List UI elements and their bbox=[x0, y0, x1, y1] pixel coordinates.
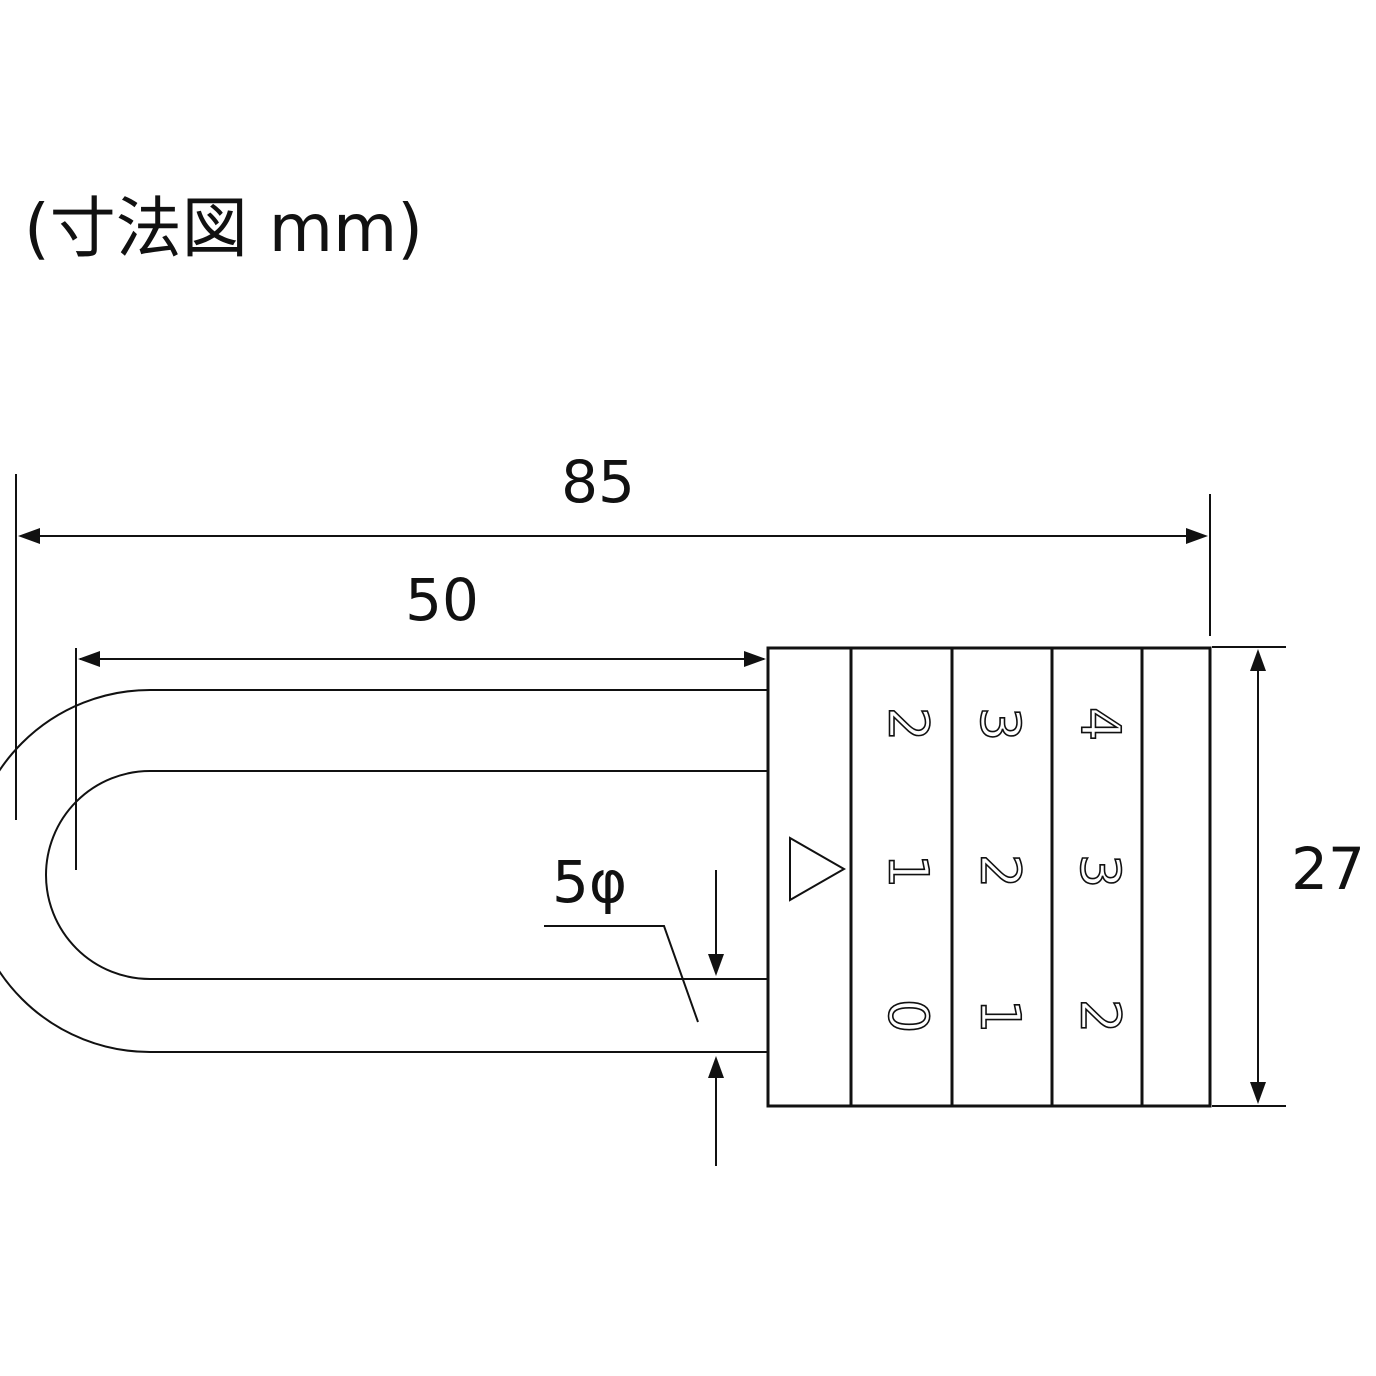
dial-digit: 3 bbox=[969, 707, 1032, 741]
dial-digit: 1 bbox=[969, 999, 1032, 1033]
dial-digit: 4 bbox=[1069, 707, 1132, 741]
arrowhead-right bbox=[744, 651, 766, 667]
dial-digit: 2 bbox=[969, 854, 1032, 888]
arrowhead-right bbox=[1186, 528, 1208, 544]
arrowhead-left bbox=[18, 528, 40, 544]
shackle-length-label: 50 bbox=[405, 566, 479, 634]
arrowhead-up bbox=[1250, 649, 1266, 671]
body-height-dimension: 27 bbox=[1212, 646, 1365, 1107]
shackle-diameter-label: 5φ bbox=[552, 848, 627, 916]
shackle-outer-edge bbox=[0, 689, 768, 1053]
dial-digit: 2 bbox=[877, 707, 940, 741]
shackle-inner-edge bbox=[45, 770, 768, 980]
arrowhead-up bbox=[708, 1056, 724, 1078]
lock-body bbox=[766, 646, 1212, 1108]
shackle bbox=[0, 689, 768, 1053]
dial-1: 2 1 0 bbox=[876, 706, 941, 1034]
dial-digit: 3 bbox=[1069, 854, 1132, 888]
arrowhead-left bbox=[78, 651, 100, 667]
lock-body-outline bbox=[766, 646, 1212, 1108]
shackle-diameter-dimension: 5φ bbox=[544, 848, 724, 1166]
diagram-title: (寸法図 mm) bbox=[24, 190, 424, 267]
dial-2: 3 2 1 bbox=[968, 706, 1033, 1034]
dial-digit: 1 bbox=[877, 854, 940, 888]
dial-digit: 0 bbox=[877, 999, 940, 1033]
leader-line bbox=[544, 925, 699, 1023]
shackle-length-dimension: 50 bbox=[75, 566, 766, 870]
arrowhead-down bbox=[708, 954, 724, 976]
dial-3: 4 3 2 bbox=[1068, 706, 1133, 1034]
triangle-pointer-icon bbox=[789, 836, 847, 902]
body-height-label: 27 bbox=[1291, 835, 1365, 903]
overall-length-dimension: 85 bbox=[15, 448, 1211, 820]
arrowhead-down bbox=[1250, 1082, 1266, 1104]
overall-length-label: 85 bbox=[561, 448, 635, 516]
dial-digit: 2 bbox=[1069, 999, 1132, 1033]
